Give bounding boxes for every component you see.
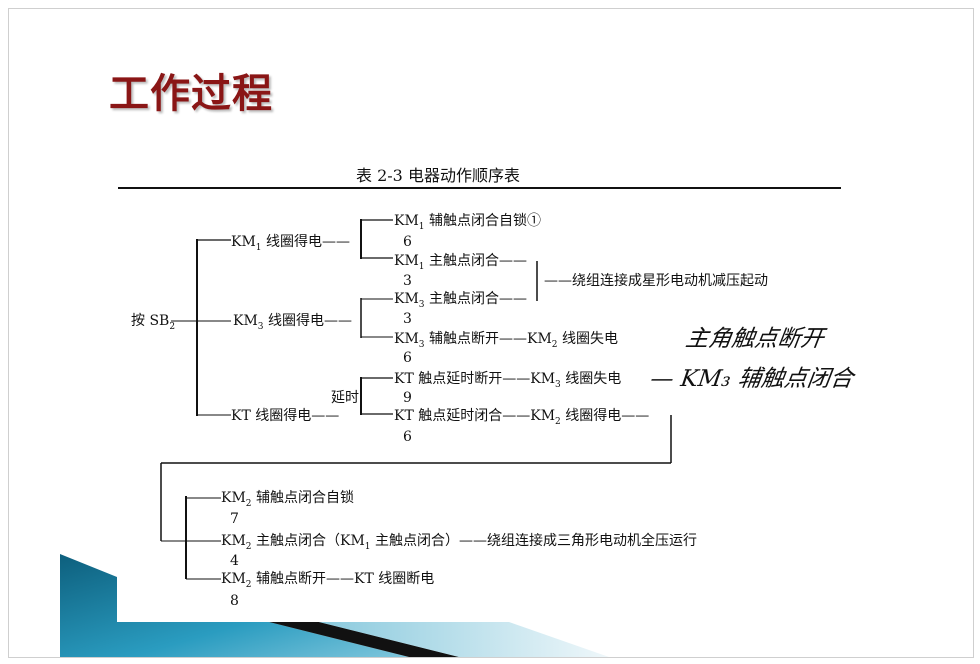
decoration-and-connector-lines bbox=[60, 187, 841, 657]
step-number: 6 bbox=[403, 350, 412, 366]
handwritten-note-line1: 主角触点断开 bbox=[683, 326, 826, 352]
slide-title: 工作过程 bbox=[109, 71, 273, 117]
action-item: KT 触点延时断开——KM3 线圈失电 bbox=[394, 371, 622, 390]
step-number: 3 bbox=[403, 273, 412, 289]
slide: 工作过程 表 2-3 电器动作顺序表 按 SB2 延时 KM1 线圈得电—— K… bbox=[8, 8, 974, 658]
table-caption: 表 2-3 电器动作顺序表 bbox=[356, 166, 520, 185]
star-start-result: ——绕组连接成星形电动机减压起动 bbox=[544, 273, 768, 289]
root-press-sb2: 按 SB2 bbox=[131, 313, 176, 332]
action-item: KM3 辅触点断开——KM2 线圈失电 bbox=[394, 331, 618, 350]
step-number: 7 bbox=[230, 511, 239, 527]
action-item: KM1 辅触点闭合自锁① bbox=[394, 213, 541, 232]
step-number: 8 bbox=[230, 593, 239, 609]
stage2-item: KM2 辅触点闭合自锁 bbox=[221, 490, 354, 509]
delay-label: 延时 bbox=[331, 390, 359, 406]
stage2-item: KM2 辅触点断开——KT 线圈断电 bbox=[221, 571, 435, 590]
step-number: 3 bbox=[403, 311, 412, 327]
corner-decoration bbox=[60, 554, 609, 657]
step-number: 9 bbox=[403, 390, 412, 406]
action-item: KM3 主触点闭合—— bbox=[394, 291, 527, 310]
step-number: 4 bbox=[230, 553, 239, 569]
branch-kt-coil: KT 线圈得电—— bbox=[231, 408, 340, 424]
step-number: 6 bbox=[403, 234, 412, 250]
action-item: KT 触点延时闭合——KM2 线圈得电—— bbox=[394, 408, 650, 427]
action-item: KM1 主触点闭合—— bbox=[394, 253, 527, 272]
stage2-item: KM2 主触点闭合（KM1 主触点闭合）——绕组连接成三角形电动机全压运行 bbox=[221, 533, 697, 552]
step-number: 6 bbox=[403, 429, 412, 445]
handwritten-note-line2: — KM₃ 辅触点闭合 bbox=[648, 366, 855, 392]
branch-km1-coil: KM1 线圈得电—— bbox=[231, 234, 350, 253]
branch-km3-coil: KM3 线圈得电—— bbox=[233, 313, 352, 332]
